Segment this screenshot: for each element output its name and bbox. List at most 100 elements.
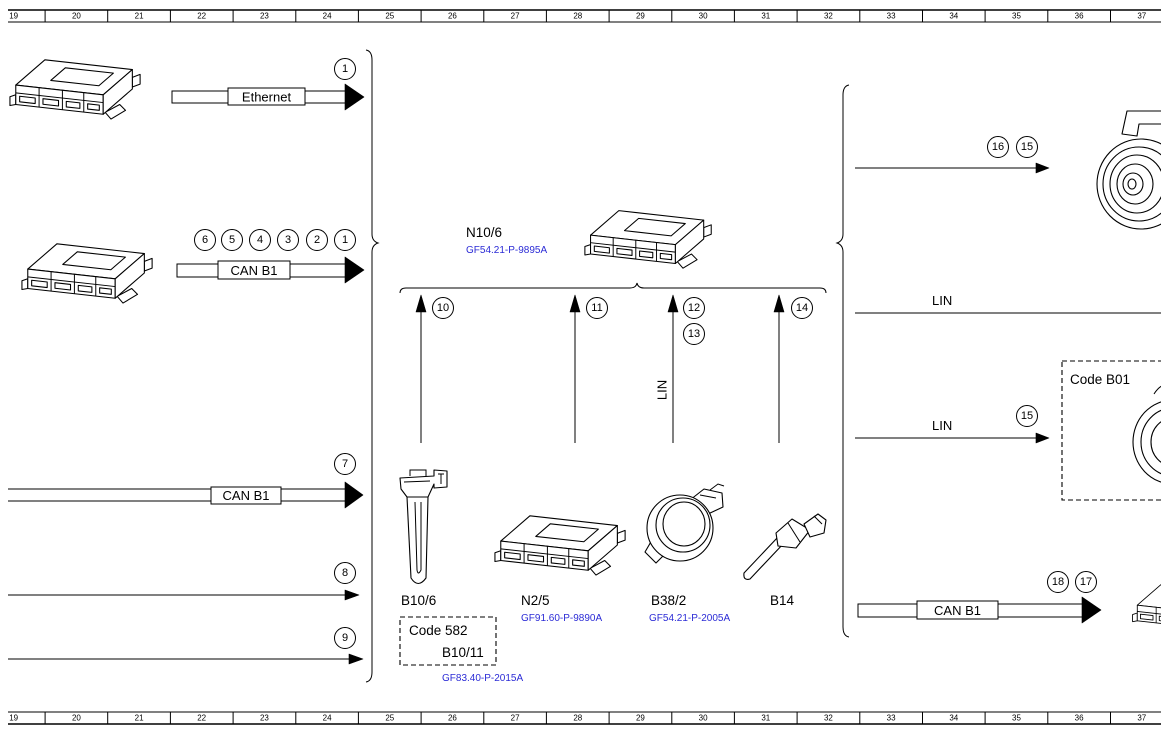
- arrowhead: [344, 256, 365, 284]
- control-unit-icon: [494, 515, 626, 576]
- ruler-column-number: 25: [385, 714, 394, 723]
- callout-9: 9: [334, 627, 356, 649]
- arrowhead: [773, 294, 785, 313]
- arrowhead: [569, 294, 581, 313]
- ruler-column-number: 29: [636, 714, 645, 723]
- bus-label-can-b1: CAN B1: [231, 263, 278, 278]
- callout-number: 16: [992, 141, 1004, 153]
- callout-13: 13: [683, 323, 705, 345]
- callout-number: 5: [229, 234, 235, 246]
- ruler-column-number: 36: [1075, 12, 1084, 21]
- input-arrow-11: [569, 294, 581, 443]
- ruler-column-number: 22: [197, 714, 206, 723]
- control-unit-icon: [9, 59, 141, 120]
- bus-label-box: [210, 486, 282, 505]
- bus-label-box: [227, 87, 306, 106]
- callout-number: 15: [1021, 141, 1033, 153]
- left-brace: [365, 49, 380, 683]
- ruler-column-number: 23: [260, 12, 269, 21]
- callout-number: 14: [796, 302, 808, 314]
- arrowhead: [348, 653, 364, 665]
- ruler-column-number: 23: [260, 714, 269, 723]
- right-brace: [835, 84, 850, 638]
- ruler-column-number: 33: [887, 714, 896, 723]
- callout-17: 17: [1075, 571, 1097, 593]
- callout-11: 11: [586, 297, 608, 319]
- ruler-column-number: 33: [887, 12, 896, 21]
- ruler-column-number: 30: [699, 12, 708, 21]
- option-box-code-582: [399, 616, 497, 666]
- component-label-n2-5: N2/5: [521, 593, 550, 608]
- option-label-b10-11: B10/11: [442, 645, 484, 660]
- doc-ref-n2-5: GF91.60-P-9890A: [521, 613, 602, 624]
- ethernet-bus-arrow: Ethernet: [171, 83, 365, 111]
- ruler-column-number: 31: [761, 714, 770, 723]
- callout-15b: 15: [1016, 405, 1038, 427]
- ruler-column-number: 27: [511, 714, 520, 723]
- round-component-icon: [1096, 110, 1161, 230]
- callout-number: 3: [285, 234, 291, 246]
- doc-ref-b38-2: GF54.21-P-2005A: [649, 613, 730, 624]
- callout-number: 10: [437, 302, 449, 314]
- callout-10: 10: [432, 297, 454, 319]
- control-unit-icon: [21, 243, 153, 304]
- arrowhead: [344, 481, 364, 509]
- callout-number: 9: [342, 632, 348, 644]
- callout-number: 12: [688, 302, 700, 314]
- can-b1-bus-arrow-upper: CAN B1: [176, 256, 365, 284]
- ruler-column-number: 25: [385, 12, 394, 21]
- callout-15: 15: [1016, 136, 1038, 158]
- arrowhead: [344, 83, 365, 111]
- ruler-column-number: 37: [1137, 714, 1146, 723]
- callout-1: 1: [334, 58, 356, 80]
- input-arrow-12-lin: [667, 294, 679, 443]
- callout-1b: 1: [334, 229, 356, 251]
- arrowhead: [344, 589, 360, 601]
- callout-4: 4: [249, 229, 271, 251]
- ruler-column-number: 28: [573, 714, 582, 723]
- can-b1-bus-arrow-middle: CAN B1: [8, 481, 364, 509]
- ruler-column-number: 19: [9, 12, 18, 21]
- callout-16: 16: [987, 136, 1009, 158]
- callout-number: 1: [342, 63, 348, 75]
- ruler-column-number: 29: [636, 12, 645, 21]
- ruler-column-number: 35: [1012, 12, 1021, 21]
- callout-number: 15: [1021, 410, 1033, 422]
- option-box-code-b01: [1061, 360, 1161, 501]
- callout-2: 2: [306, 229, 328, 251]
- ruler-column-number: 26: [448, 12, 457, 21]
- option-code-582: Code 582: [409, 623, 468, 638]
- ruler-column-number: 27: [511, 12, 520, 21]
- round-component-icon: [1132, 385, 1161, 483]
- callout-8: 8: [334, 562, 356, 584]
- callout-number: 18: [1052, 576, 1064, 588]
- ruler-column-number: 20: [72, 714, 81, 723]
- signal-arrow-8: [8, 589, 360, 601]
- arrowhead: [667, 294, 679, 313]
- signal-arrow-16-15: [855, 162, 1050, 174]
- temperature-sensor-icon: [743, 513, 827, 580]
- ruler-column-number: 26: [448, 714, 457, 723]
- ruler-column-number: 20: [72, 12, 81, 21]
- arrowhead: [1035, 432, 1050, 444]
- ruler-column-number: 21: [135, 12, 144, 21]
- callout-number: 2: [314, 234, 320, 246]
- input-brace: [399, 282, 827, 294]
- ruler-column-number: 24: [323, 12, 332, 21]
- control-unit-partial: [1132, 584, 1161, 634]
- bus-label-can-b1: CAN B1: [934, 603, 981, 618]
- input-arrow-10: [415, 294, 427, 443]
- can-b1-bus-arrow-right: CAN B1: [857, 596, 1102, 624]
- ruler-column-number: 35: [1012, 714, 1021, 723]
- ruler-column-number: 28: [573, 12, 582, 21]
- control-unit-icon: [584, 210, 712, 269]
- callout-number: 8: [342, 567, 348, 579]
- ruler-column-number: 37: [1137, 12, 1146, 21]
- arrowhead: [1035, 162, 1050, 174]
- callout-6: 6: [194, 229, 216, 251]
- bus-label-can-b1: CAN B1: [223, 488, 270, 503]
- ring-sensor-icon: [644, 483, 725, 564]
- component-label-b10-6: B10/6: [401, 593, 436, 608]
